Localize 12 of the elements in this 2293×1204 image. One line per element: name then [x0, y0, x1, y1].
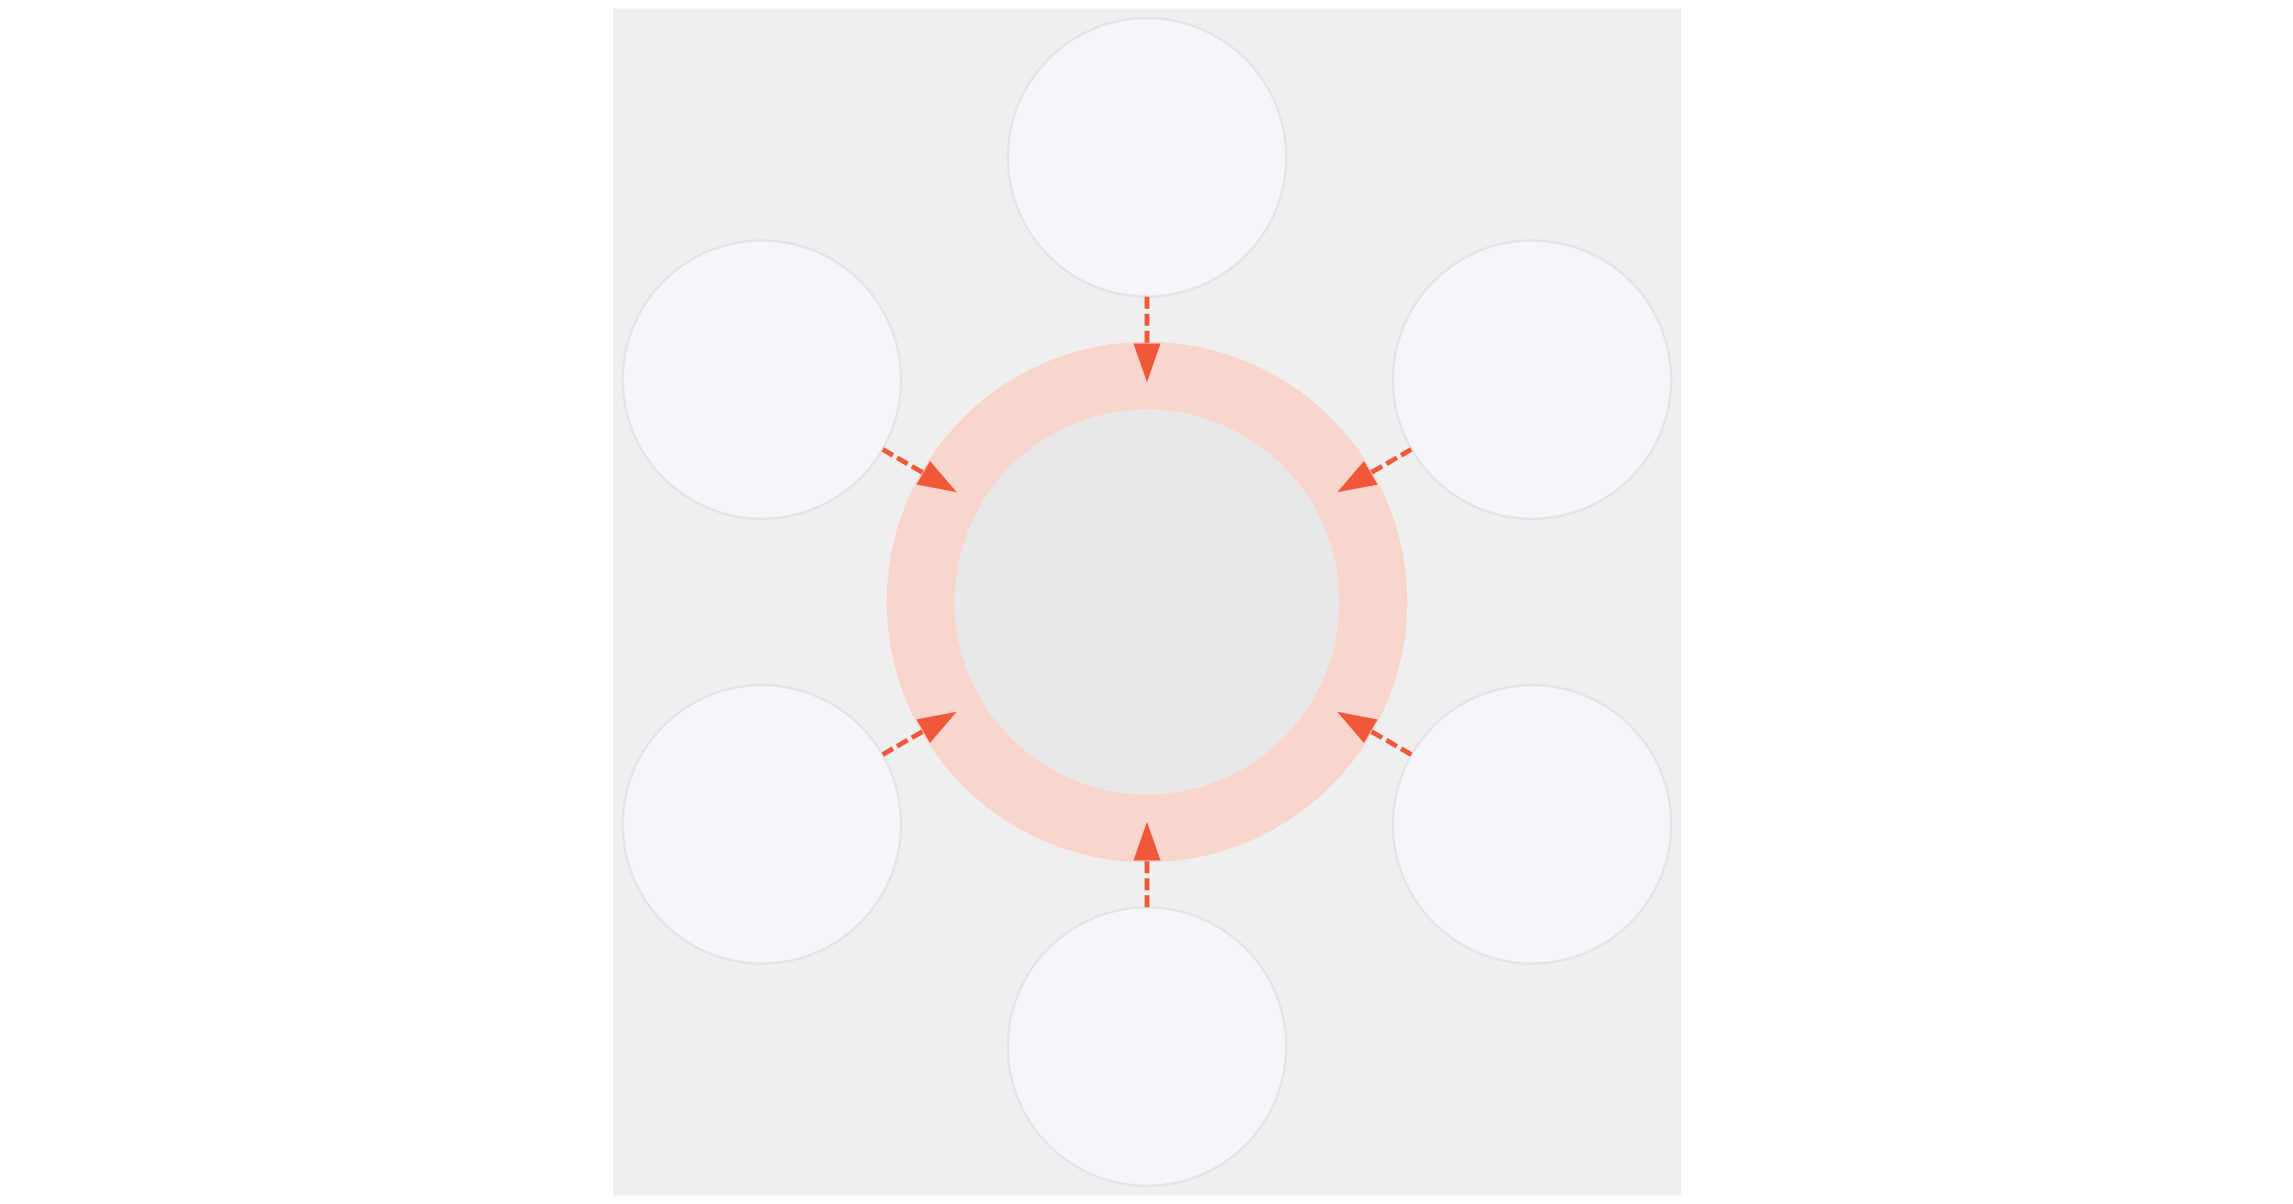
node-circle	[1391, 239, 1672, 521]
arrow	[1132, 296, 1161, 383]
arrow	[881, 711, 957, 757]
arrow	[881, 447, 957, 493]
node-circle	[621, 239, 902, 521]
arrow	[1132, 821, 1161, 908]
node-circle	[621, 683, 902, 965]
node-circle	[1006, 906, 1287, 1188]
node-circle	[1006, 16, 1287, 298]
arrow	[1336, 711, 1412, 757]
arrow	[1336, 447, 1412, 493]
node-circle	[1391, 683, 1672, 965]
